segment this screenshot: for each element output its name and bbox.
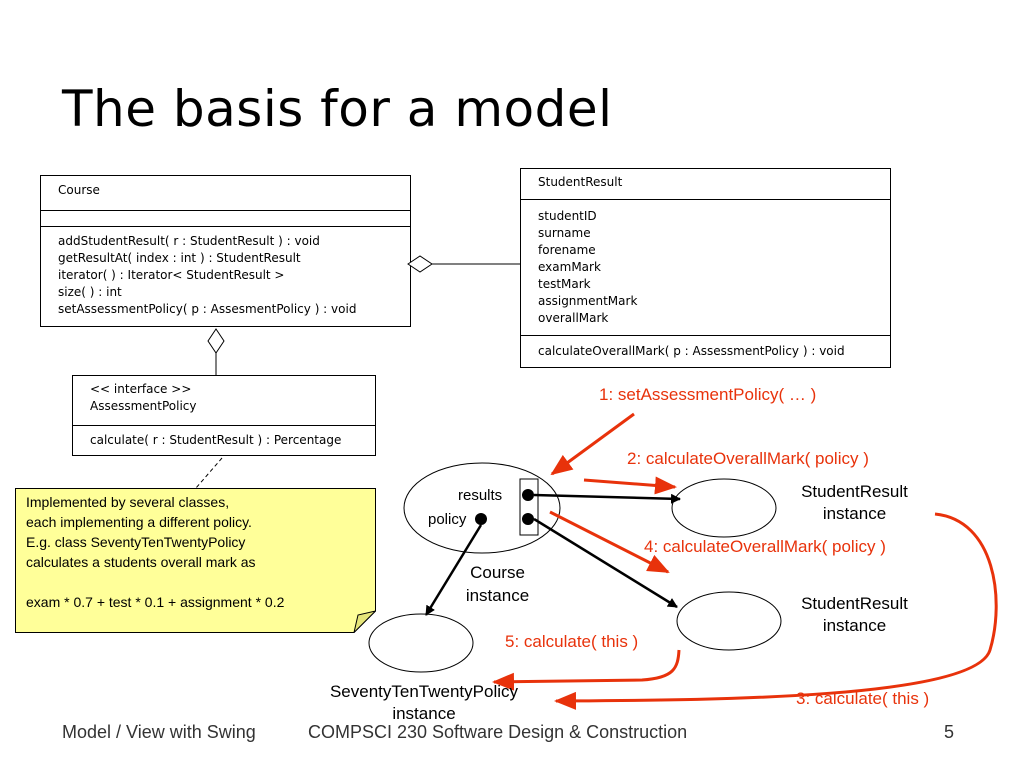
note-line: exam * 0.7 + test * 0.1 + assignment * 0… — [26, 594, 285, 610]
course-method: iterator( ) : Iterator< StudentResult > — [58, 268, 285, 282]
student-result-instance-2-ellipse — [676, 591, 782, 651]
student-result-instance-suffix: instance — [822, 616, 887, 635]
student-result-attribute: overallMark — [538, 311, 609, 325]
student-result-attribute: assignmentMark — [538, 294, 638, 308]
aggregation-diamond — [207, 328, 225, 354]
note-line: each implementing a different policy. — [26, 514, 252, 530]
message-label-3: 3: calculate( this ) — [796, 689, 930, 708]
student-result-instance-suffix: instance — [822, 504, 887, 523]
course-instance-name: Course — [470, 563, 525, 582]
student-result-instance-1-ellipse — [671, 478, 777, 538]
student-result-attribute: studentID — [538, 209, 597, 223]
interface-name: AssessmentPolicy — [90, 399, 197, 413]
student-result-instance-name: StudentResult — [801, 594, 908, 613]
student-result-attribute: examMark — [538, 260, 601, 274]
interface-stereotype: << interface >> — [90, 382, 192, 396]
student-result-instance-1-label: StudentResult instance — [772, 481, 937, 525]
note-line: calculates a students overall mark as — [26, 554, 256, 570]
course-method: size( ) : int — [58, 285, 122, 299]
course-instance-label: Course instance — [440, 561, 555, 607]
reference-arrow — [533, 493, 681, 504]
interface-method: calculate( r : StudentResult ) : Percent… — [90, 433, 342, 447]
assessment-policy-interface-box: << interface >> AssessmentPolicy calcula… — [72, 375, 376, 456]
course-method: setAssessmentPolicy( p : AssesmentPolicy… — [58, 302, 357, 316]
note-shape — [15, 488, 376, 633]
message-label-2: 2: calculateOverallMark( policy ) — [627, 449, 869, 468]
aggregation-diamond — [407, 255, 433, 273]
reference-arrow — [424, 524, 483, 616]
student-result-class-name: StudentResult — [538, 175, 623, 189]
note-line: E.g. class SeventyTenTwentyPolicy — [26, 534, 246, 550]
policy-note: Implemented by several classes, each imp… — [15, 488, 376, 633]
message-arrow-4 — [549, 510, 670, 574]
reference-arrow — [533, 517, 678, 609]
policy-instance-ellipse — [368, 613, 474, 673]
message-arrow-2 — [583, 476, 677, 495]
course-instance-suffix: instance — [465, 586, 530, 605]
policy-instance-label: SeventyTenTwentyPolicy instance — [300, 681, 548, 725]
policy-label: policy — [428, 511, 467, 528]
policy-dot — [475, 513, 487, 525]
footer-course-name: COMPSCI 230 Software Design & Constructi… — [308, 722, 688, 742]
course-class-name: Course — [58, 183, 100, 197]
footer-course-topic: Model / View with Swing — [62, 722, 256, 742]
results-label: results — [458, 487, 503, 504]
course-class-box: Course addStudentResult( r : StudentResu… — [40, 175, 411, 327]
message-arrow-5 — [492, 649, 681, 691]
student-result-attribute: forename — [538, 243, 596, 257]
results-dot — [522, 489, 534, 501]
page-number: 5 — [944, 722, 955, 742]
student-result-attribute: surname — [538, 226, 591, 240]
message-label-1: 1: setAssessmentPolicy( … ) — [599, 385, 817, 404]
message-arrow-1 — [550, 412, 635, 476]
policy-instance-suffix: instance — [392, 704, 456, 723]
student-result-class-box: StudentResult studentID surname forename… — [520, 168, 891, 368]
slide-title: The basis for a model — [62, 80, 613, 138]
results-collection-rect — [519, 478, 539, 536]
message-label-4: 4: calculateOverallMark( policy ) — [644, 537, 886, 556]
student-result-attribute: testMark — [538, 277, 591, 291]
message-label-5: 5: calculate( this ) — [505, 632, 639, 651]
note-line: Implemented by several classes, — [26, 494, 230, 510]
note-link-dashed — [195, 457, 223, 489]
student-result-instance-2-label: StudentResult instance — [772, 593, 937, 637]
student-result-instance-name: StudentResult — [801, 482, 908, 501]
student-result-method: calculateOverallMark( p : AssessmentPoli… — [538, 344, 845, 358]
message-arrow-3 — [554, 512, 998, 710]
policy-instance-name: SeventyTenTwentyPolicy — [329, 682, 519, 701]
course-method: getResultAt( index : int ) : StudentResu… — [58, 251, 301, 265]
results-dot — [522, 513, 534, 525]
course-method: addStudentResult( r : StudentResult ) : … — [58, 234, 320, 248]
